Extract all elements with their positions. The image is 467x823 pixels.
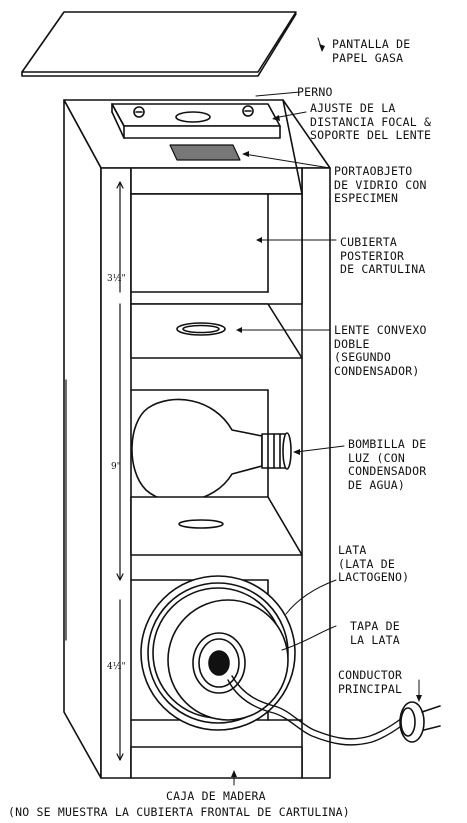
bolt-right <box>243 106 253 116</box>
label-power-cord: CONDUCTOR PRINCIPAL <box>338 668 403 696</box>
measurement-arrows <box>66 181 124 761</box>
lens-shelf <box>131 304 302 358</box>
bolt-left <box>134 107 144 117</box>
label-convex-lens: LENTE CONVEXO DOBLE (SEGUNDO CONDENSADOR… <box>334 323 427 378</box>
bulb-socket <box>193 633 245 693</box>
measurement-bottom: 4½" <box>107 662 126 672</box>
tissue-paper-screen <box>21 12 297 77</box>
label-bolt: PERNO <box>297 85 333 99</box>
label-can: LATA (LATA DE LACTOGENO) <box>338 543 410 584</box>
label-wooden-box: CAJA DE MADERA <box>166 789 266 803</box>
light-bulb <box>132 399 291 501</box>
label-back-cover: CUBIERTA POSTERIOR DE CARTULINA <box>340 235 426 276</box>
power-plug <box>400 702 440 742</box>
label-focal-adjustment: AJUSTE DE LA DISTANCIA FOCAL & SOPORTE D… <box>310 101 432 142</box>
glass-slide <box>170 145 240 160</box>
label-tissue-screen: PANTALLA DE PAPEL GASA <box>332 37 411 65</box>
power-cord <box>228 676 404 745</box>
lower-shelf <box>131 497 302 555</box>
focal-adjustment-block <box>112 104 280 138</box>
label-can-lid: TAPA DE LA LATA <box>350 619 400 647</box>
measurement-top: 3½" <box>107 274 126 284</box>
label-light-bulb: BOMBILLA DE LUZ (CON CONDENSADOR DE AGUA… <box>348 437 427 492</box>
leader-arrowheads <box>231 44 422 777</box>
measurement-middle: 9" <box>111 462 121 472</box>
label-front-cover-note: (NO SE MUESTRA LA CUBIERTA FRONTAL DE CA… <box>8 805 350 819</box>
label-glass-slide: PORTAOBJETO DE VIDRIO CON ESPECIMEN <box>334 164 427 205</box>
back-cardboard-cover <box>131 194 302 304</box>
